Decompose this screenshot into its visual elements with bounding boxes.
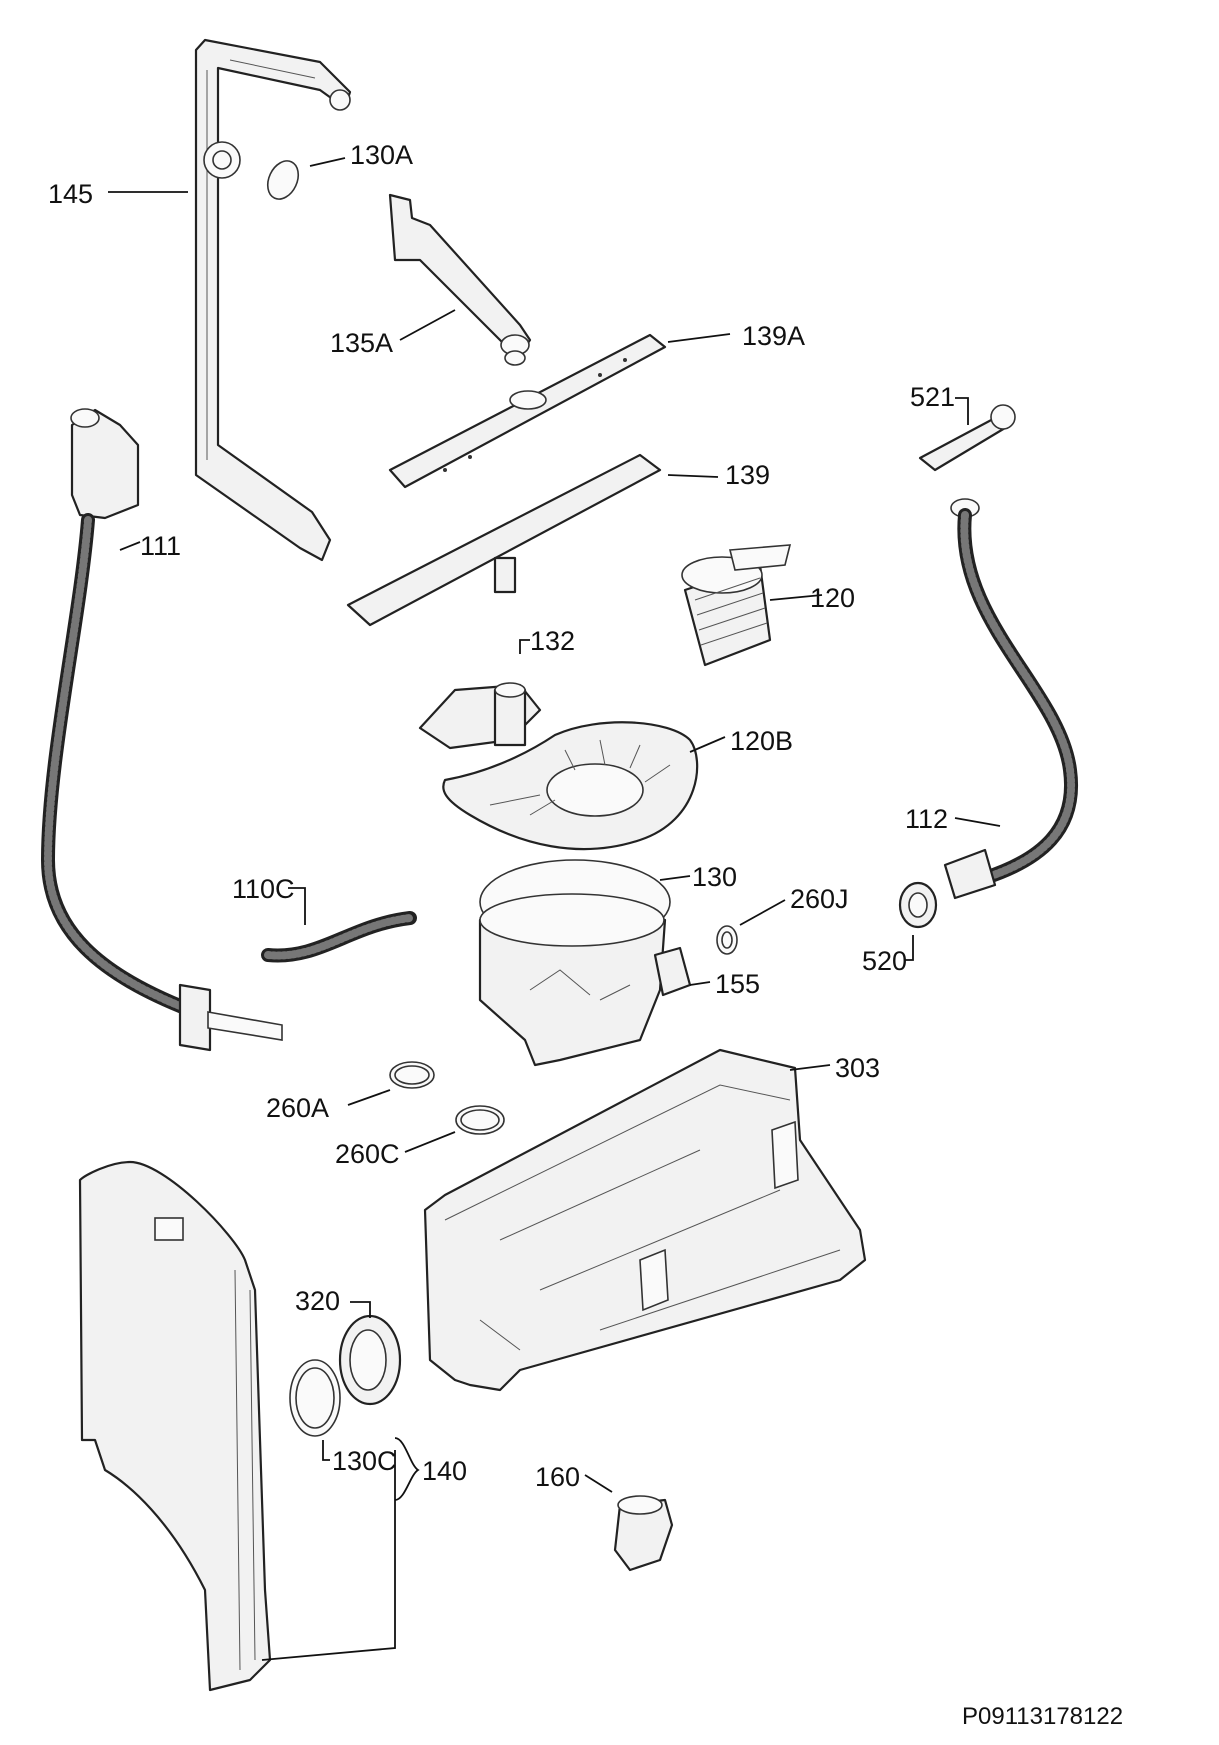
part-260j-clamp: [716, 925, 738, 955]
part-520-nut: [898, 881, 938, 929]
part-139a-upper-spray-arm: [388, 333, 667, 489]
callout-130a: 130A: [350, 140, 413, 170]
callout-260a: 260A: [266, 1093, 329, 1123]
callout-135a: 135A: [330, 328, 393, 358]
part-120-filter: [681, 544, 792, 667]
part-139-lower-spray-arm: [346, 453, 662, 627]
part-155-sump: [478, 893, 692, 1067]
leader-lines: [108, 157, 1001, 1661]
document-code: P09113178122: [962, 1703, 1123, 1730]
callout-120: 120: [810, 583, 855, 613]
part-260c-clamp: [455, 1105, 505, 1135]
part-260a-clamp: [389, 1061, 435, 1089]
callout-139a: 139A: [742, 321, 805, 351]
callout-521: 521: [910, 382, 955, 412]
part-132-bracket: [418, 682, 542, 750]
part-111-inlet-hose: [40, 408, 283, 1052]
part-130c-ring: [289, 1359, 341, 1437]
part-145-feed-pipe: [194, 38, 352, 562]
part-130a-o-ring: [266, 160, 300, 200]
callout-260j: 260J: [790, 884, 849, 914]
callout-140: 140: [422, 1456, 467, 1486]
callout-160: 160: [535, 1462, 580, 1492]
callout-303: 303: [835, 1053, 880, 1083]
callout-145: 145: [48, 179, 93, 209]
callout-139: 139: [725, 460, 770, 490]
callout-130: 130: [692, 862, 737, 892]
callout-120b: 120B: [730, 726, 793, 756]
callout-112: 112: [905, 804, 948, 834]
part-303-base-frame: [423, 1048, 867, 1392]
part-112-drain-hose: [943, 498, 1079, 900]
callout-132: 132: [530, 626, 575, 656]
callout-155: 155: [715, 969, 760, 999]
part-120b-filter-plate: [442, 721, 699, 851]
callout-110c: 110C: [232, 874, 295, 904]
part-521-clip: [918, 404, 1016, 472]
callout-260c: 260C: [335, 1139, 400, 1169]
callout-130c: 130C: [332, 1446, 397, 1476]
part-160-pump: [613, 1495, 674, 1572]
part-140-side-panel: [78, 1160, 272, 1692]
callout-111: 111: [140, 531, 181, 561]
callout-320: 320: [295, 1286, 340, 1316]
part-320-seal: [338, 1314, 402, 1406]
part-110c-short-hose: [261, 911, 417, 963]
callout-520: 520: [862, 946, 907, 976]
part-135a-arm-connector: [388, 193, 532, 366]
